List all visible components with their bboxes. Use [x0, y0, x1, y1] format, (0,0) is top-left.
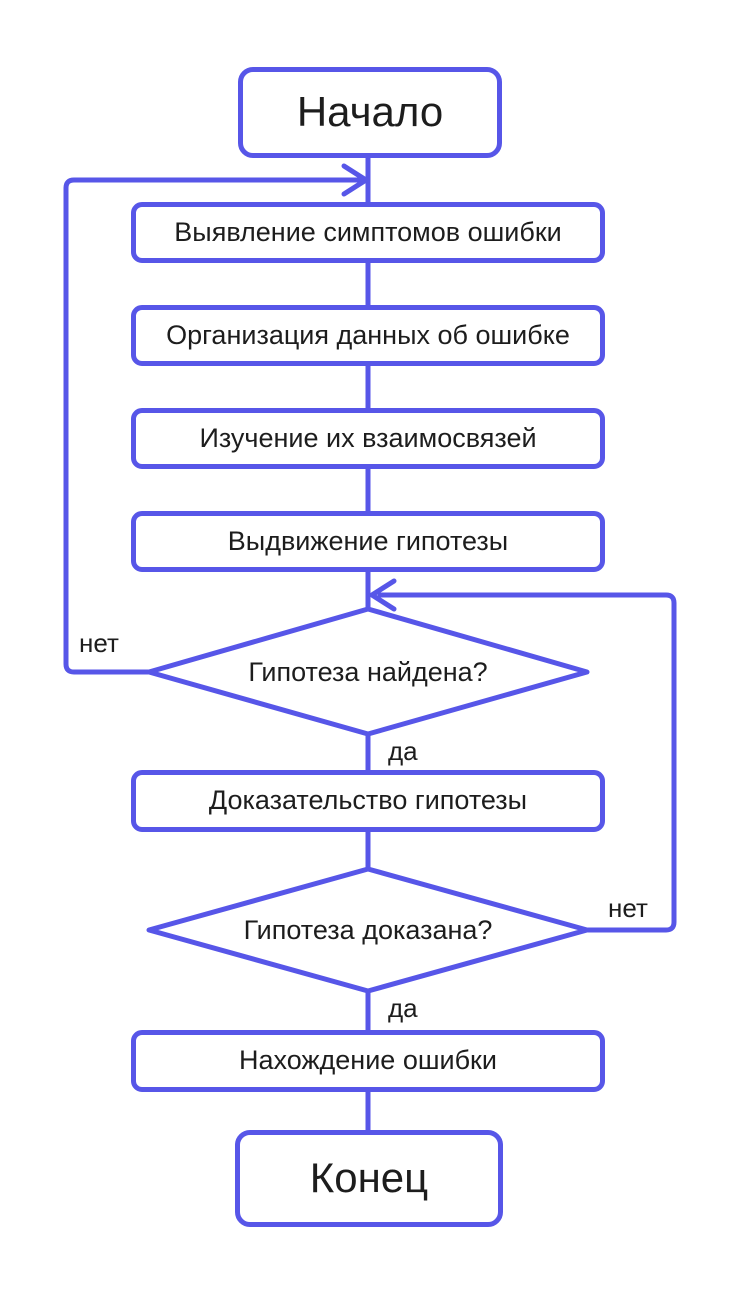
edge-label-decision2-no: нет [608, 893, 648, 923]
node-step6-label: Нахождение ошибки [239, 1045, 497, 1076]
node-step6: Нахождение ошибки [131, 1030, 605, 1092]
node-step5: Доказательство гипотезы [131, 770, 605, 832]
arrowhead-no-loop-left-icon [341, 163, 369, 197]
node-end-label: Конец [309, 1154, 429, 1202]
node-step3: Изучение их взаимосвязей [131, 408, 605, 469]
edge-decision1-no-loop [63, 177, 365, 675]
node-end: Конец [235, 1130, 503, 1227]
arrowhead-no-loop-right-icon [369, 578, 397, 612]
node-step4-label: Выдвижение гипотезы [227, 525, 509, 556]
node-step2: Организация данных об ошибке [131, 305, 605, 366]
node-step3-label: Изучение их взаимосвязей [199, 422, 537, 453]
node-step4: Выдвижение гипотезы [131, 511, 605, 572]
edge-label-decision2-yes: да [388, 993, 418, 1023]
node-start-label: Начало [296, 88, 444, 136]
node-step5-label: Доказательство гипотезы [208, 785, 528, 816]
node-step1: Выявление симптомов ошибки [131, 202, 605, 263]
node-step1-label: Выявление симптомов ошибки [174, 216, 562, 247]
edge-decision2-no-loop [377, 592, 677, 933]
decision1-shape [146, 606, 590, 737]
decision2-shape [146, 866, 590, 994]
node-start: Начало [238, 67, 502, 158]
edge-label-decision1-yes: да [388, 736, 418, 766]
node-step2-label: Организация данных об ошибке [166, 319, 570, 350]
edge-label-decision1-no: нет [79, 628, 119, 658]
